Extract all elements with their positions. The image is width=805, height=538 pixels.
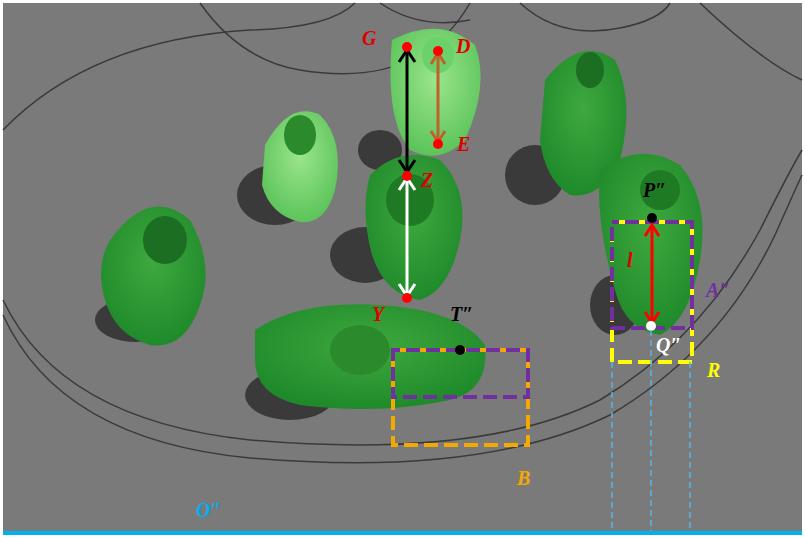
point-label: G <box>362 28 376 48</box>
point-label: Q″ <box>656 335 682 355</box>
point-label: P″ <box>643 180 666 200</box>
point-label: E <box>457 134 470 154</box>
point-label: D <box>456 36 470 56</box>
point-label: A″ <box>706 280 730 300</box>
point-label: T″ <box>450 304 473 324</box>
point-label: Z <box>421 170 433 190</box>
point-label: R <box>707 360 720 380</box>
point-label: Y <box>372 304 384 324</box>
measurement-annotations <box>3 42 802 535</box>
point-label: l <box>627 250 633 270</box>
point-label: O″ <box>196 500 222 520</box>
point-label: B <box>517 468 530 488</box>
